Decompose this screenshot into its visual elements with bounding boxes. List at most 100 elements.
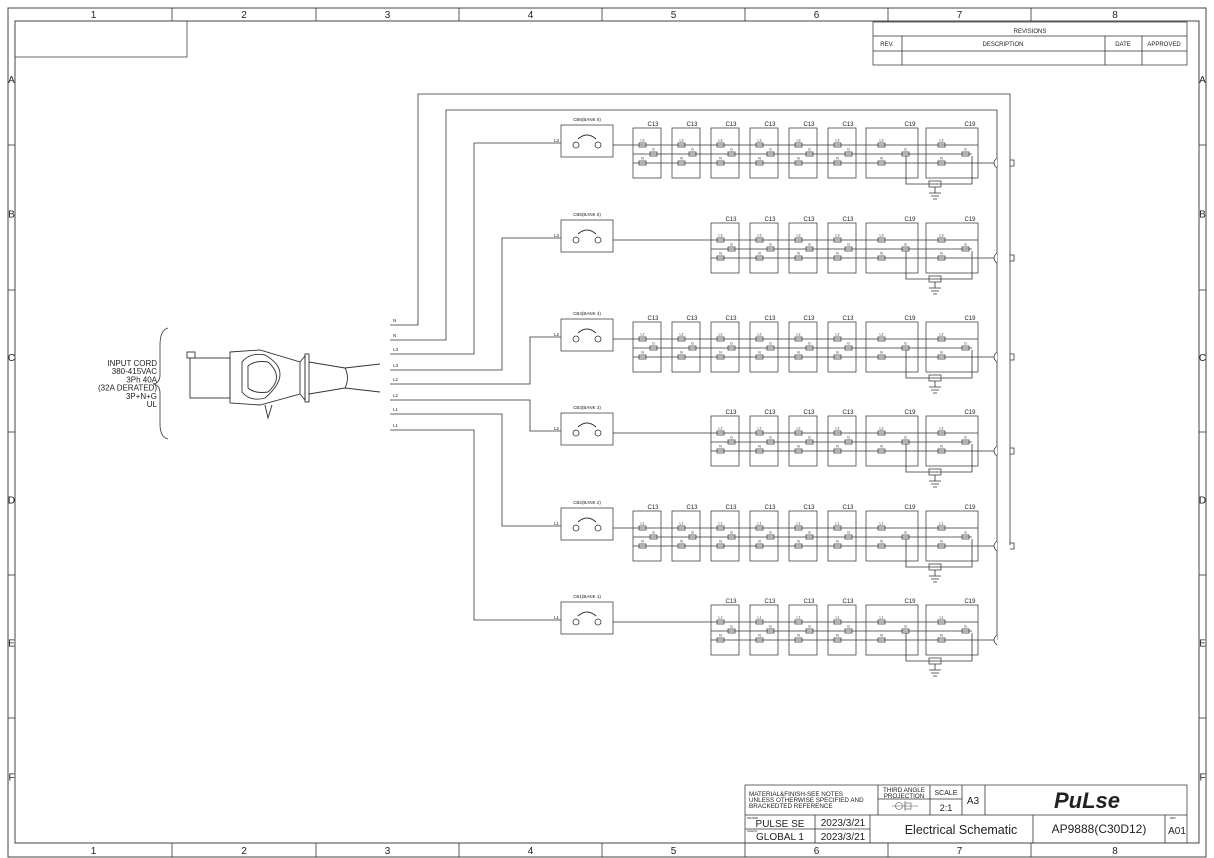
c13-label: C13	[647, 122, 659, 128]
terminal	[716, 336, 725, 342]
terminal-label-ground: G	[691, 531, 694, 535]
bus-connection	[1010, 353, 1015, 361]
terminal	[844, 151, 853, 157]
breaker-phase-label: L1	[554, 521, 560, 526]
column-marker-bottom: 2	[241, 846, 247, 857]
phase-feeder-L3	[390, 237, 561, 371]
terminal-label-line: L3	[880, 139, 884, 143]
terminal-label-line: L2	[940, 333, 944, 337]
terminal	[844, 246, 853, 252]
terminal	[716, 637, 725, 643]
plug-part	[299, 354, 306, 402]
c19-label: C19	[964, 599, 976, 605]
bank-2	[560, 507, 614, 541]
scale-value: 2:1	[940, 803, 953, 813]
terminal	[877, 336, 886, 342]
terminal-label-ground: G	[730, 148, 733, 152]
ground-icon	[929, 282, 941, 295]
terminal	[877, 637, 886, 643]
terminal	[833, 525, 842, 531]
bus-connection	[1010, 159, 1015, 167]
phase-feeder-L1	[390, 413, 561, 527]
terminal	[844, 534, 853, 540]
row-marker-left: D	[8, 496, 15, 507]
terminal-label-line: L3	[719, 234, 723, 238]
terminal-label-line: L3	[719, 139, 723, 143]
title-block	[744, 784, 1188, 844]
drawn-label: DRAWN	[747, 816, 758, 820]
column-marker-top: 1	[91, 10, 97, 21]
wire-crossover	[993, 634, 998, 646]
c19-label: C19	[964, 410, 976, 416]
circuit-breaker	[560, 412, 614, 446]
ground-return-wire	[905, 539, 973, 568]
c13-label: C13	[686, 505, 698, 511]
c13-label: C13	[764, 122, 776, 128]
wire-crossover	[993, 540, 998, 552]
terminal-label-ground: G	[964, 243, 967, 247]
bank-3	[560, 412, 614, 446]
column-marker-top: 3	[385, 10, 391, 21]
terminal	[877, 543, 886, 549]
projection-symbol-icon	[904, 802, 912, 810]
terminal	[727, 439, 736, 445]
c19-label: C19	[964, 505, 976, 511]
breaker-contact	[572, 524, 580, 532]
c13-outlet	[827, 321, 857, 373]
terminal-label-neutral: N	[880, 445, 883, 449]
terminal	[877, 525, 886, 531]
material-notes: MATERIAL&FINISH-SEE NOTES	[749, 791, 843, 798]
terminal-label-ground: G	[769, 148, 772, 152]
c19-outlet	[925, 127, 979, 179]
breaker-label: CB1(BANK 1)	[573, 594, 601, 599]
c13-outlet	[749, 510, 779, 562]
terminal	[677, 354, 686, 360]
plug-part	[229, 349, 301, 406]
terminal	[937, 160, 946, 166]
terminal	[961, 151, 970, 157]
terminal	[877, 619, 886, 625]
terminal	[766, 439, 775, 445]
terminal-label-line: L1	[758, 522, 762, 526]
c19-label: C19	[904, 217, 916, 223]
breaker-contact	[572, 429, 580, 437]
terminal-label-line: L1	[719, 522, 723, 526]
terminal-label-ground: G	[808, 148, 811, 152]
row-marker-left: B	[8, 210, 15, 221]
terminal-label-ground: G	[730, 342, 733, 346]
terminal	[937, 255, 946, 261]
terminal	[833, 448, 842, 454]
terminal-label-line: L1	[758, 616, 762, 620]
breaker-switch-arm	[577, 328, 597, 334]
terminal	[805, 628, 814, 634]
c13-outlet	[749, 127, 779, 179]
terminal-label-ground: G	[964, 342, 967, 346]
terminal	[805, 345, 814, 351]
ground-icon	[929, 664, 941, 677]
ground-return-wire	[905, 350, 973, 379]
checked-date: 2023/3/21	[821, 832, 866, 843]
terminal-label-ground: G	[964, 625, 967, 629]
breaker-switch-arm	[577, 134, 597, 140]
terminal-label-neutral: N	[680, 540, 683, 544]
terminal	[766, 534, 775, 540]
c13-outlet	[749, 604, 779, 656]
terminal	[805, 439, 814, 445]
c13-outlet	[788, 127, 818, 179]
terminal	[844, 345, 853, 351]
c19-label: C19	[904, 505, 916, 511]
c13-outlet	[671, 127, 701, 179]
terminal-label-neutral: N	[836, 634, 839, 638]
plug-part	[247, 361, 277, 393]
terminal-label-neutral: N	[880, 351, 883, 355]
c13-outlet	[632, 510, 662, 562]
terminal-label-neutral: N	[880, 252, 883, 256]
c13-label: C13	[764, 316, 776, 322]
terminal	[716, 525, 725, 531]
terminal	[794, 448, 803, 454]
part-number: AP9888(C30D12)	[1052, 822, 1147, 836]
terminal	[833, 354, 842, 360]
c19-outlet	[865, 510, 919, 562]
terminal	[649, 534, 658, 540]
terminal-label-neutral: N	[880, 634, 883, 638]
